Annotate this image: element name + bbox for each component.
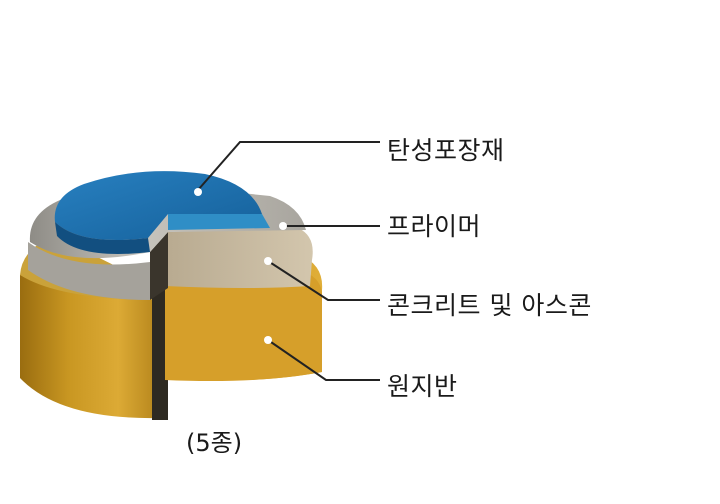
label-concrete-asphalt: 콘크리트 및 아스콘 bbox=[387, 291, 592, 320]
ground-front-face bbox=[165, 272, 323, 381]
label-ground: 원지반 bbox=[387, 372, 458, 401]
leader-line-elastic bbox=[197, 141, 380, 191]
primer-layer-ring-lower bbox=[28, 242, 150, 300]
leader-line-concrete bbox=[267, 260, 380, 301]
elastic-layer-side bbox=[55, 222, 150, 254]
marker-dot-concrete bbox=[264, 257, 272, 265]
ground-cut-face bbox=[152, 276, 168, 420]
diagram-caption: (5종) bbox=[186, 429, 243, 457]
leader-line-ground bbox=[267, 339, 380, 381]
label-primer: 프라이머 bbox=[387, 212, 482, 241]
concrete-cut-face bbox=[150, 232, 168, 300]
elastic-cut-face bbox=[168, 214, 270, 230]
elastic-layer-top bbox=[54, 171, 262, 240]
label-elastic-pavement: 탄성포장재 bbox=[387, 136, 505, 165]
concrete-layer-face bbox=[165, 228, 313, 288]
marker-dot-ground bbox=[264, 336, 272, 344]
marker-dot-primer bbox=[279, 222, 287, 230]
ground-layer-wall bbox=[20, 275, 160, 419]
marker-dot-elastic bbox=[194, 188, 202, 196]
